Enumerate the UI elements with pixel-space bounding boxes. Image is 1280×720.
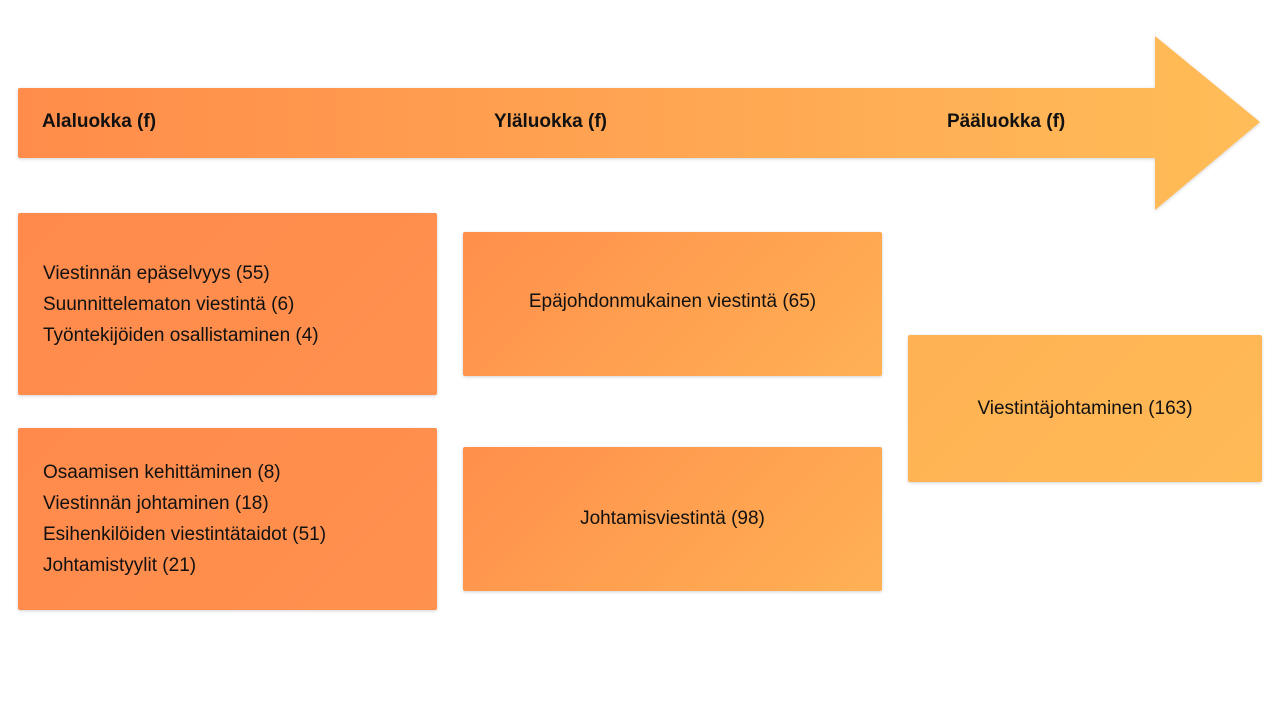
sub-category-item: Esihenkilöiden viestintätaidot (51) [43, 524, 327, 545]
header-sub-category: Alaluokka (f) [42, 111, 157, 132]
sub-category-item: Työntekijöiden osallistaminen (4) [43, 324, 319, 346]
sub-category-item: Johtamistyylit (21) [43, 555, 197, 576]
sub-category-item: Osaamisen kehittäminen (8) [43, 462, 281, 483]
main-category-box: Viestintäjohtaminen (163) [908, 335, 1262, 482]
sub-category-box-1: Viestinnän epäselvyys (55) Suunnittelema… [18, 213, 437, 395]
upper-category-box-1: Epäjohdonmukainen viestintä (65) [463, 232, 882, 376]
upper-category-label: Johtamisviestintä (98) [580, 508, 765, 529]
main-category-label: Viestintäjohtaminen (163) [977, 397, 1193, 419]
header-upper-category: Yläluokka (f) [494, 111, 607, 132]
sub-category-item: Viestinnän johtaminen (18) [43, 493, 269, 514]
sub-category-box-2: Osaamisen kehittäminen (8) Viestinnän jo… [18, 428, 437, 610]
upper-category-box-2: Johtamisviestintä (98) [463, 447, 882, 591]
sub-category-item: Viestinnän epäselvyys (55) [43, 262, 270, 284]
upper-category-label: Epäjohdonmukainen viestintä (65) [528, 291, 817, 312]
arrow-shape [18, 36, 1260, 210]
sub-category-item: Suunnittelematon viestintä (6) [43, 293, 295, 315]
header-main-category: Pääluokka (f) [947, 111, 1066, 132]
